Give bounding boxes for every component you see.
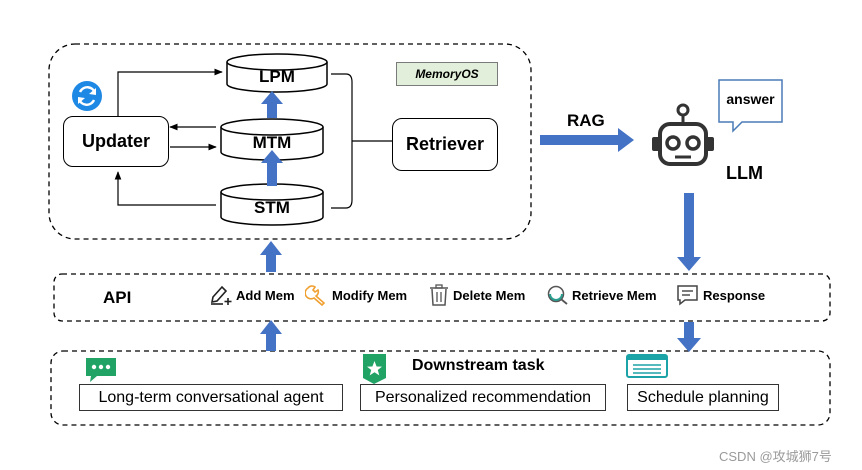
downstream-container — [50, 350, 831, 426]
chat-icon — [86, 358, 116, 382]
retriever-box: Retriever — [392, 118, 498, 171]
task-conversational-agent-label: Long-term conversational agent — [98, 388, 324, 406]
api-add-mem-label: Add Mem — [236, 287, 295, 303]
memoryos-container — [48, 43, 532, 240]
task-personalized-recommendation: Personalized recommendation — [360, 384, 606, 411]
api-container — [53, 273, 831, 322]
retrieve-icon — [547, 285, 568, 305]
task-schedule-planning-label: Schedule planning — [637, 388, 769, 406]
api-response-label: Response — [703, 287, 766, 303]
trash-icon — [430, 284, 448, 306]
rag-label: RAG — [567, 111, 605, 130]
api-retrieve-mem-label: Retrieve Mem — [572, 287, 657, 303]
watermark: CSDN @攻城狮7号 — [719, 449, 832, 464]
task-conversational-agent: Long-term conversational agent — [79, 384, 343, 411]
stm-cylinder — [220, 183, 324, 226]
retriever-label: Retriever — [405, 134, 485, 154]
api-add-mem: Add Mem — [209, 284, 295, 306]
task-schedule-planning: Schedule planning — [627, 384, 779, 411]
retriever-bracket — [331, 73, 392, 209]
api-modify-mem: Modify Mem — [305, 284, 407, 306]
answer-bubble — [718, 79, 783, 133]
api-modify-mem-label: Modify Mem — [332, 287, 408, 303]
mtm-cylinder — [220, 118, 324, 161]
llm-label: LLM — [726, 163, 763, 183]
mtm-label: MTM — [252, 133, 292, 152]
stm-label: STM — [254, 198, 290, 217]
refresh-icon — [72, 81, 102, 111]
task-personalized-recommendation-label: Personalized recommendation — [374, 388, 592, 406]
star-badge-icon — [363, 354, 386, 384]
api-delete-mem: Delete Mem — [428, 284, 525, 306]
memoryos-tag: MemoryOS — [396, 62, 498, 86]
answer-label: answer — [726, 91, 775, 107]
schedule-icon — [626, 354, 668, 378]
updater-connectors — [114, 68, 223, 206]
response-icon — [677, 285, 698, 306]
api-retrieve-mem: Retrieve Mem — [545, 284, 657, 306]
lpm-label: LPM — [259, 67, 295, 86]
lpm-cylinder — [226, 53, 328, 93]
api-response: Response — [676, 284, 765, 306]
updater-label: Updater — [81, 131, 150, 151]
api-title: API — [103, 288, 132, 307]
wrench-icon — [305, 285, 326, 306]
add-mem-icon — [210, 285, 232, 305]
api-delete-mem-label: Delete Mem — [453, 287, 526, 303]
blue-arrows — [260, 91, 701, 352]
downstream-title: Downstream task — [412, 357, 545, 374]
updater-box: Updater — [63, 116, 169, 167]
robot-icon — [652, 103, 714, 166]
